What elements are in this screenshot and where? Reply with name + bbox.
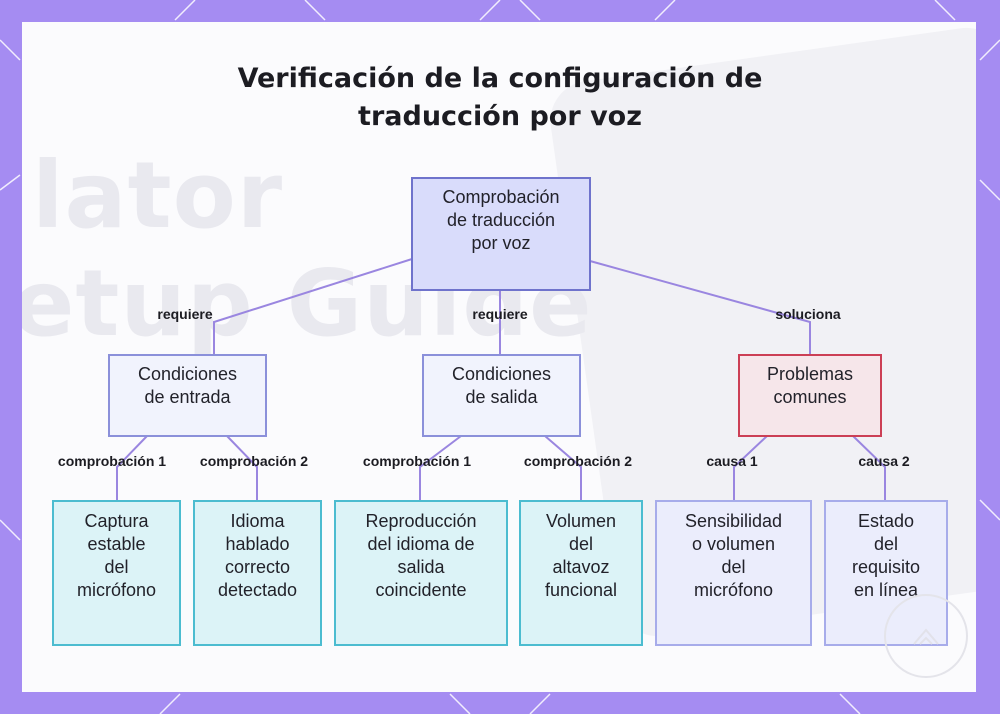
node-mic-capture: Captura estable del micrófono xyxy=(52,500,181,646)
node-problems-line: comunes xyxy=(773,387,847,407)
node-input-line: de entrada xyxy=(144,387,231,407)
node-sensitivity-line: del xyxy=(721,557,746,577)
node-playback-line: Reproducción xyxy=(365,511,477,531)
node-playback-line: coincidente xyxy=(375,580,467,600)
edge-label-root-input: requiere xyxy=(157,306,213,322)
node-speaker-line: del xyxy=(568,534,594,554)
title-line-1: Verificación de la configuración de xyxy=(237,63,763,94)
edge-label-problems-online: causa 2 xyxy=(858,453,910,469)
node-language-line: detectado xyxy=(217,580,298,600)
node-input-line: Condiciones xyxy=(137,364,238,384)
node-sensitivity-line: micrófono xyxy=(693,580,773,600)
node-online-line: Estado xyxy=(857,511,915,531)
node-root-line: por voz xyxy=(471,233,531,253)
node-output-line: de salida xyxy=(465,387,538,407)
edge-label-root-output: requiere xyxy=(472,306,528,322)
node-common-problems: Problemas comunes xyxy=(738,354,882,437)
node-mic-capture-line: Captura xyxy=(84,511,149,531)
edge-output-play xyxy=(419,435,462,500)
node-speaker-volume: Volumen del altavoz funcional xyxy=(519,500,643,646)
node-mic-sensitivity: Sensibilidad o volumen del micrófono xyxy=(655,500,812,646)
node-online-line: del xyxy=(873,534,898,554)
node-language-detected: Idioma hablado correcto detectado xyxy=(193,500,322,646)
edge-output-vol xyxy=(544,435,582,500)
background-text-line-1: lator xyxy=(32,142,284,249)
node-sensitivity-line: Sensibilidad xyxy=(684,511,783,531)
watermark-logo-icon xyxy=(884,594,968,678)
node-online-line: requisito xyxy=(851,557,921,577)
node-playback-match: Reproducción del idioma de salida coinci… xyxy=(334,500,508,646)
node-speaker-line: altavoz xyxy=(552,557,610,577)
node-mic-capture-line: estable xyxy=(87,534,146,554)
node-problems-line: Problemas xyxy=(766,364,854,384)
edge-label-input-mic: comprobación 1 xyxy=(57,453,167,469)
node-output-line: Condiciones xyxy=(451,364,552,384)
node-root: Comprobación de traducción por voz xyxy=(411,177,591,291)
node-language-line: Idioma xyxy=(230,511,285,531)
node-online-line: en línea xyxy=(853,580,919,600)
node-speaker-line: funcional xyxy=(544,580,618,600)
edge-label-root-problems: soluciona xyxy=(775,306,841,322)
node-root-line: Comprobación xyxy=(442,187,560,207)
diagram-title: Verificación de la configuración de trad… xyxy=(0,60,1000,136)
edge-label-output-play: comprobación 1 xyxy=(362,453,472,469)
edge-root-input xyxy=(213,258,413,355)
node-playback-line: salida xyxy=(397,557,445,577)
node-playback-line: del idioma de xyxy=(367,534,475,554)
edge-input-mic xyxy=(116,435,148,500)
node-speaker-line: Volumen xyxy=(545,511,617,531)
node-input-conditions: Condiciones de entrada xyxy=(108,354,267,437)
node-root-line: de traducción xyxy=(446,210,556,230)
node-mic-capture-line: micrófono xyxy=(76,580,157,600)
edge-label-problems-sens: causa 1 xyxy=(706,453,758,469)
edge-root-problems xyxy=(589,260,811,355)
title-line-2: traducción por voz xyxy=(358,101,642,132)
node-language-line: hablado xyxy=(225,534,290,554)
edge-label-input-lang: comprobación 2 xyxy=(199,453,309,469)
node-language-line: correcto xyxy=(224,557,290,577)
edge-input-lang xyxy=(226,435,258,500)
edge-problems-online xyxy=(852,435,886,500)
edge-problems-sens xyxy=(733,435,768,500)
node-mic-capture-line: del xyxy=(104,557,129,577)
node-sensitivity-line: o volumen xyxy=(691,534,776,554)
edge-label-output-vol: comprobación 2 xyxy=(523,453,633,469)
node-output-conditions: Condiciones de salida xyxy=(422,354,581,437)
